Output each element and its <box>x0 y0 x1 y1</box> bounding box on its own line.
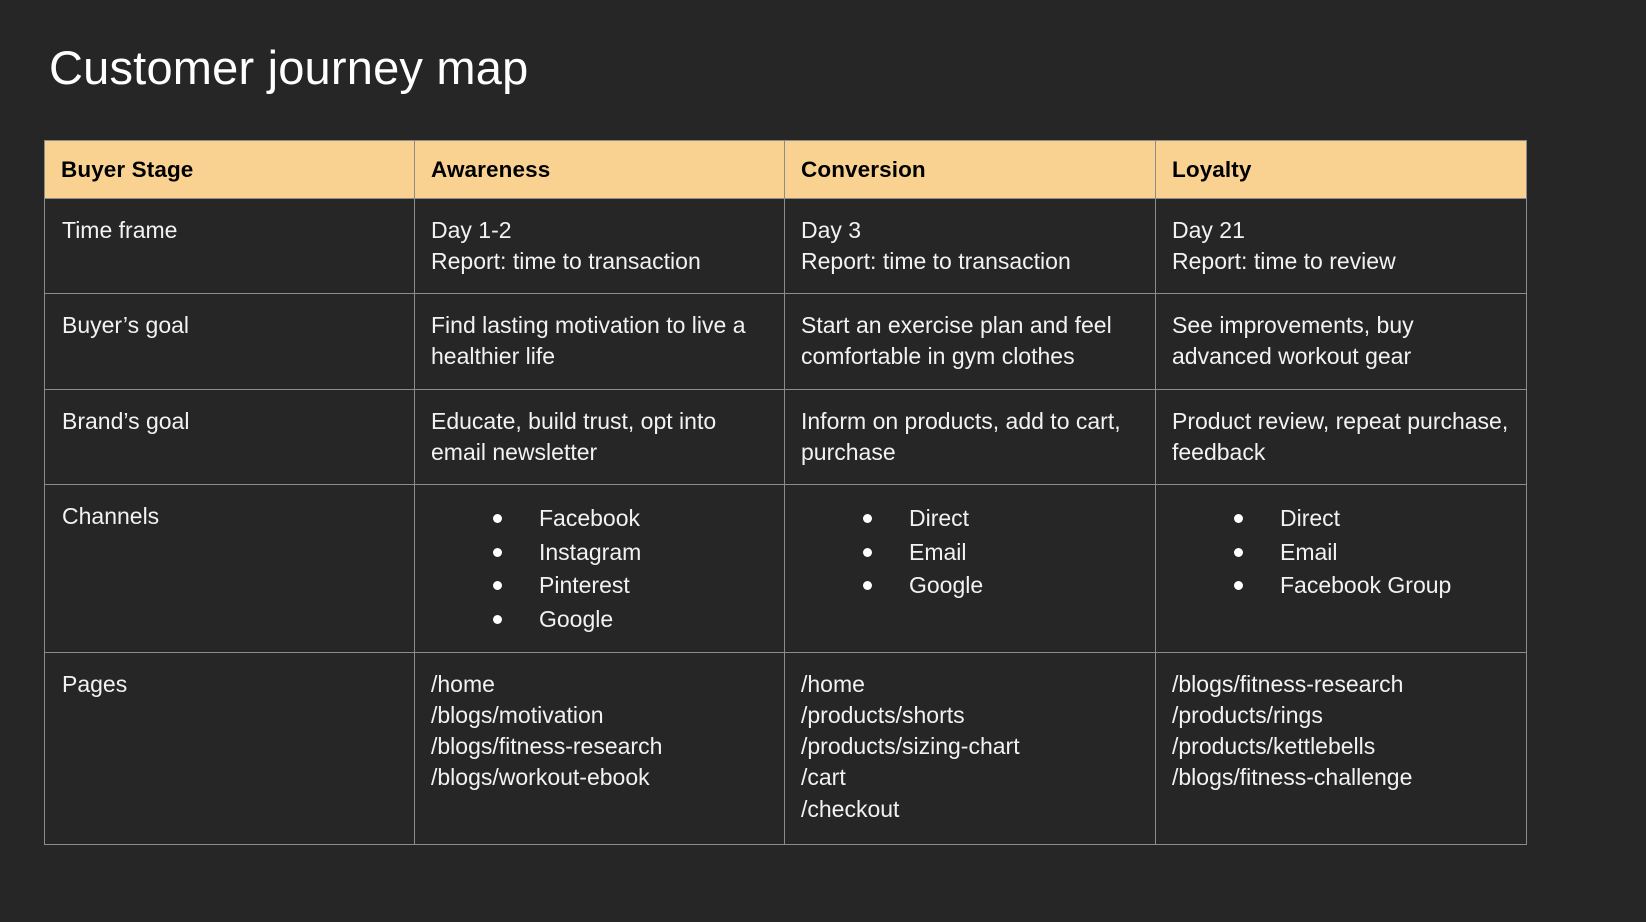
row-label-pages: Pages <box>44 651 415 845</box>
cell-line: Day 3 <box>801 217 862 243</box>
table-row-buyer-goal: Buyer’s goal Find lasting motivation to … <box>44 293 1527 390</box>
table-row-pages: Pages /home /blogs/motivation /blogs/fit… <box>44 651 1527 845</box>
page-path: /home <box>801 670 865 697</box>
cell-line: Day 1-2 <box>431 217 512 243</box>
cell-channels-awareness: Facebook Instagram Pinterest Google <box>414 484 785 653</box>
page-path: /products/rings <box>1172 702 1323 729</box>
page-path: /products/shorts <box>801 702 965 729</box>
cell-buyer-goal-loyalty: See improvements, buy advanced workout g… <box>1155 293 1527 390</box>
row-label-channels: Channels <box>44 484 415 653</box>
cell-line: Report: time to transaction <box>801 247 1071 274</box>
column-header-conversion: Conversion <box>784 140 1156 199</box>
page-path: /checkout <box>801 795 900 822</box>
row-label-time-frame: Time frame <box>44 198 415 294</box>
list-item: Email <box>863 537 1141 569</box>
list-item: Facebook <box>493 503 770 535</box>
channel-list-conversion: Direct Email Google <box>801 503 1141 602</box>
cell-buyer-goal-awareness: Find lasting motivation to live a health… <box>414 293 785 390</box>
list-item: Direct <box>1234 503 1512 535</box>
list-item: Google <box>863 570 1141 602</box>
page-path: /products/sizing-chart <box>801 733 1020 760</box>
page-path: /products/kettlebells <box>1172 733 1376 760</box>
cell-buyer-goal-conversion: Start an exercise plan and feel comforta… <box>784 293 1156 390</box>
cell-pages-awareness: /home /blogs/motivation /blogs/fitness-r… <box>414 651 785 845</box>
cell-channels-conversion: Direct Email Google <box>784 484 1156 653</box>
cell-channels-loyalty: Direct Email Facebook Group <box>1155 484 1527 653</box>
page-path: /cart <box>801 764 846 791</box>
cell-pages-conversion: /home /products/shorts /products/sizing-… <box>784 651 1156 845</box>
column-header-buyer-stage: Buyer Stage <box>44 140 415 199</box>
page-title: Customer journey map <box>49 41 529 94</box>
list-item: Pinterest <box>493 570 770 602</box>
cell-brand-goal-loyalty: Product review, repeat purchase, feedbac… <box>1155 389 1527 485</box>
list-item: Direct <box>863 503 1141 535</box>
list-item: Email <box>1234 537 1512 569</box>
cell-line: Report: time to review <box>1172 247 1396 274</box>
list-item: Facebook Group <box>1234 570 1512 602</box>
table-row-channels: Channels Facebook Instagram Pinterest Go… <box>44 484 1527 653</box>
column-header-awareness: Awareness <box>414 140 785 199</box>
customer-journey-table: Buyer Stage Awareness Conversion Loyalty… <box>44 140 1527 845</box>
cell-time-frame-loyalty: Day 21 Report: time to review <box>1155 198 1527 294</box>
table-row-time-frame: Time frame Day 1-2 Report: time to trans… <box>44 198 1527 294</box>
cell-brand-goal-awareness: Educate, build trust, opt into email new… <box>414 389 785 485</box>
page-path: /blogs/workout-ebook <box>431 764 650 791</box>
cell-time-frame-conversion: Day 3 Report: time to transaction <box>784 198 1156 294</box>
page-path: /blogs/fitness-research <box>1172 670 1404 697</box>
page-path: /home <box>431 670 495 697</box>
page-path: /blogs/motivation <box>431 702 604 729</box>
column-header-loyalty: Loyalty <box>1155 140 1527 199</box>
list-item: Google <box>493 604 770 636</box>
cell-line: Day 21 <box>1172 217 1245 243</box>
list-item: Instagram <box>493 537 770 569</box>
table-header-row: Buyer Stage Awareness Conversion Loyalty <box>44 140 1527 199</box>
cell-pages-loyalty: /blogs/fitness-research /products/rings … <box>1155 651 1527 845</box>
row-label-buyer-goal: Buyer’s goal <box>44 293 415 390</box>
cell-brand-goal-conversion: Inform on products, add to cart, purchas… <box>784 389 1156 485</box>
row-label-brand-goal: Brand’s goal <box>44 389 415 485</box>
page-path: /blogs/fitness-research <box>431 733 663 760</box>
channel-list-loyalty: Direct Email Facebook Group <box>1172 503 1512 602</box>
page-path: /blogs/fitness-challenge <box>1172 764 1413 791</box>
table-row-brand-goal: Brand’s goal Educate, build trust, opt i… <box>44 389 1527 485</box>
cell-line: Report: time to transaction <box>431 247 701 274</box>
channel-list-awareness: Facebook Instagram Pinterest Google <box>431 503 770 636</box>
cell-time-frame-awareness: Day 1-2 Report: time to transaction <box>414 198 785 294</box>
